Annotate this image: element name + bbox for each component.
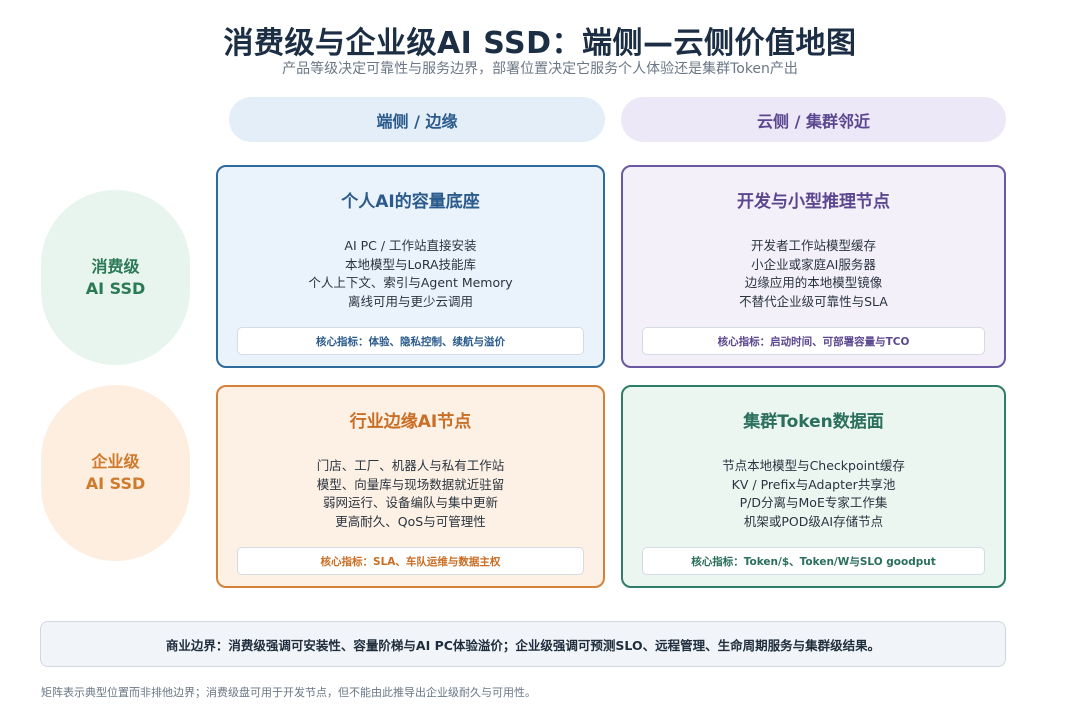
card-line: 不替代企业级可靠性与SLA	[739, 293, 888, 309]
card-enterprise-edge: 行业边缘AI节点 门店、工厂、机器人与私有工作站 模型、向量库与现场数据就近驻留…	[216, 385, 605, 588]
card-line: 本地模型与LoRA技能库	[344, 256, 477, 272]
card-body: AI PC / 工作站直接安装 本地模型与LoRA技能库 个人上下文、索引与Ag…	[218, 237, 603, 311]
page-subtitle: 产品等级决定可靠性与服务边界，部署位置决定它服务个人体验还是集群Token产出	[282, 61, 798, 77]
card-body: 门店、工厂、机器人与私有工作站 模型、向量库与现场数据就近驻留 弱网运行、设备编…	[218, 457, 603, 531]
row-header-consumer-line1: 消费级	[91, 256, 140, 276]
card-body: 节点本地模型与Checkpoint缓存 KV / Prefix与Adapter共…	[623, 457, 1004, 531]
row-header-consumer: 消费级 AI SSD	[41, 190, 190, 365]
card-title: 个人AI的容量底座	[341, 192, 480, 212]
card-line: 节点本地模型与Checkpoint缓存	[722, 458, 905, 473]
row-header-enterprise: 企业级 AI SSD	[41, 385, 190, 561]
footnote: 矩阵表示典型位置而非排他边界；消费级盘可用于开发节点，但不能由此推导出企业级耐久…	[41, 686, 536, 699]
card-line: 个人上下文、索引与Agent Memory	[308, 275, 513, 290]
card-line: KV / Prefix与Adapter共享池	[731, 476, 896, 492]
column-header-cloud: 云侧 / 集群邻近	[621, 97, 1006, 142]
card-title: 集群Token数据面	[743, 412, 884, 432]
card-line: 开发者工作站模型缓存	[750, 238, 876, 253]
card-metric: 核心指标：SLA、车队运维与数据主权	[237, 547, 584, 575]
card-title: 开发与小型推理节点	[737, 192, 890, 212]
card-line: 门店、工厂、机器人与私有工作站	[316, 458, 505, 473]
row-header-consumer-line2: AI SSD	[85, 278, 146, 298]
card-line: 弱网运行、设备编队与集中更新	[322, 495, 498, 510]
card-line: AI PC / 工作站直接安装	[344, 238, 477, 253]
card-line: 边缘应用的本地模型镜像	[744, 275, 883, 290]
card-enterprise-cloud: 集群Token数据面 节点本地模型与Checkpoint缓存 KV / Pref…	[621, 385, 1006, 588]
card-metric: 核心指标：体验、隐私控制、续航与溢价	[237, 327, 584, 355]
business-boundary-note: 商业边界：消费级强调可安装性、容量阶梯与AI PC体验溢价；企业级强调可预测SL…	[40, 621, 1006, 667]
card-body: 开发者工作站模型缓存 小企业或家庭AI服务器 边缘应用的本地模型镜像 不替代企业…	[623, 237, 1004, 311]
card-line: 机架或POD级AI存储节点	[743, 513, 884, 529]
row-header-enterprise-line1: 企业级	[91, 452, 140, 471]
card-line: 离线可用与更少云调用	[347, 293, 473, 309]
page-title: 消费级与企业级AI SSD：端侧—云侧价值地图	[223, 26, 857, 61]
card-consumer-edge: 个人AI的容量底座 AI PC / 工作站直接安装 本地模型与LoRA技能库 个…	[216, 165, 605, 368]
card-line: 模型、向量库与现场数据就近驻留	[316, 476, 505, 492]
column-header-edge: 端侧 / 边缘	[229, 97, 605, 142]
card-consumer-cloud: 开发与小型推理节点 开发者工作站模型缓存 小企业或家庭AI服务器 边缘应用的本地…	[621, 165, 1006, 368]
card-line: 更高耐久、QoS与可管理性	[335, 513, 486, 529]
row-header-enterprise-line2: AI SSD	[85, 474, 146, 493]
card-metric: 核心指标：Token/$、Token/W与SLO goodput	[642, 547, 985, 575]
card-metric: 核心指标：启动时间、可部署容量与TCO	[642, 327, 985, 355]
card-line: P/D分离与MoE专家工作集	[739, 495, 888, 510]
card-title: 行业边缘AI节点	[349, 412, 472, 432]
card-line: 小企业或家庭AI服务器	[751, 256, 876, 272]
